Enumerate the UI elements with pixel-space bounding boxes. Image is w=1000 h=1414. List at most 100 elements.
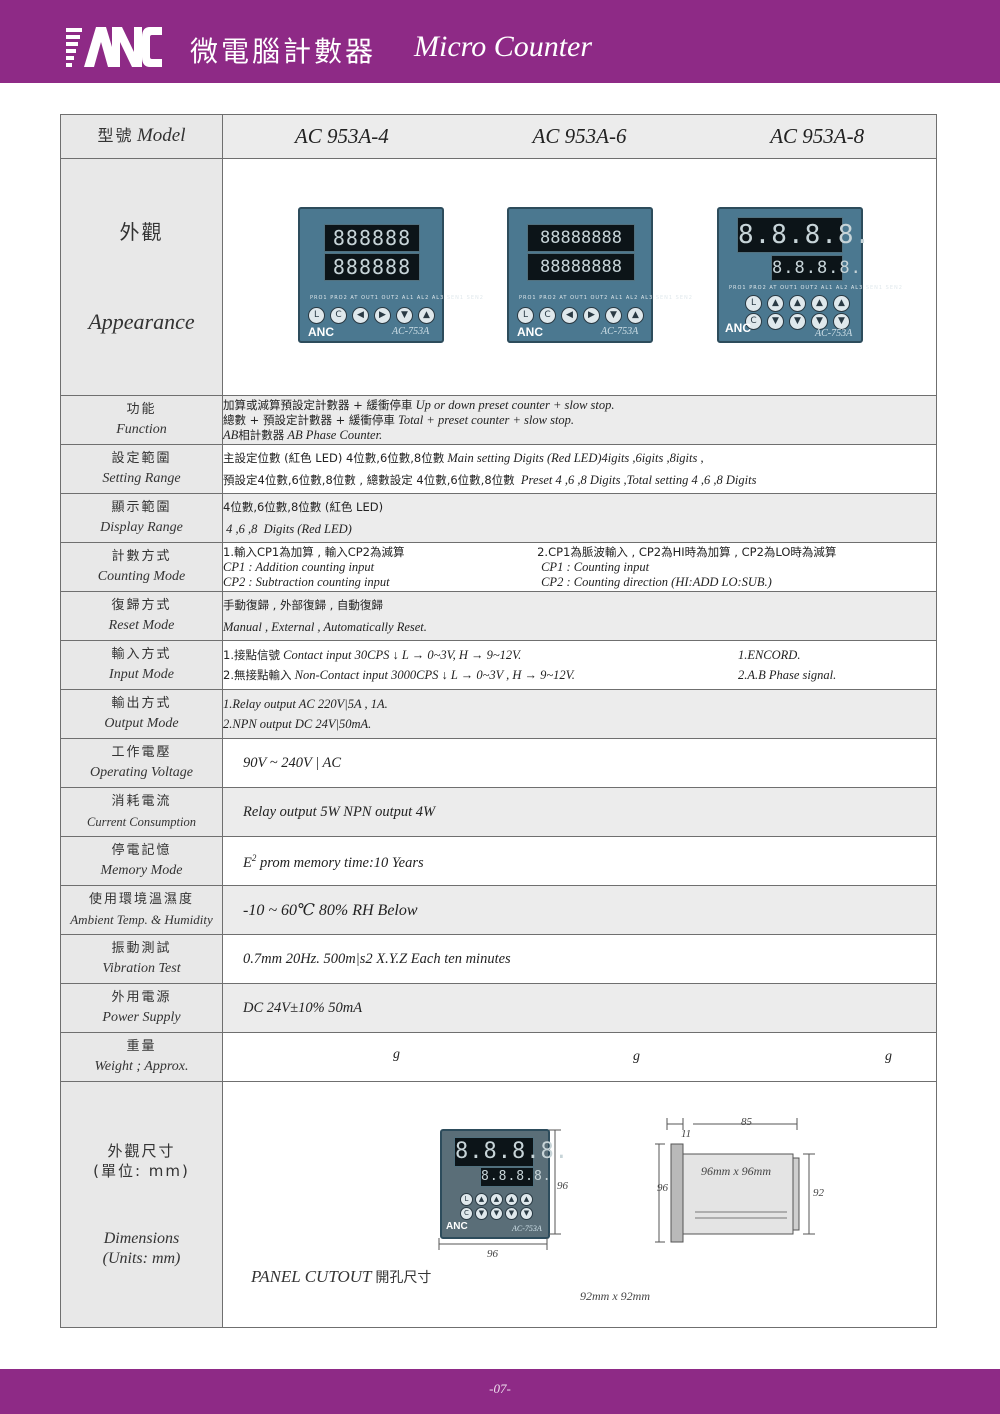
device-display-main: 888888 <box>324 224 420 252</box>
key-button: ▼ <box>475 1207 488 1220</box>
setting-range-line1-zh: 主設定位數 (紅色 LED) 4位數,6位數,8位數 <box>223 451 445 465</box>
key-button: ▼ <box>505 1207 518 1220</box>
device-model-label: AC-753A <box>392 326 430 337</box>
key-button: ▼ <box>767 313 784 330</box>
dimensions-drawing-cell: 8.8.8.8. 8.8.8.8. L ▲ ▲ ▲ ▲ C ▼ ▼ ▼ ▼ AN… <box>222 1081 937 1328</box>
display-range-label-en: Display Range <box>100 520 183 535</box>
key-button: ▼ <box>490 1207 503 1220</box>
appearance-label-en: Appearance <box>88 309 195 334</box>
input-mode-line1-en: Contact input 30CPS ↓ L → 0~3V, H → 9~12… <box>283 648 522 662</box>
operating-voltage-label-zh: 工作電壓 <box>111 745 172 760</box>
device-model-label: AC-753A <box>512 1224 542 1233</box>
setting-range-line1-en: Main setting Digits (Red LED)4igits ,6ig… <box>447 451 704 465</box>
key-button: L <box>517 307 534 324</box>
input-mode-label-cell: 輸入方式 Input Mode <box>60 640 223 690</box>
key-button: ▶ <box>374 307 391 324</box>
function-line2-zh: 總數 + 預設定計數器 + 緩衝停車 <box>223 412 395 427</box>
memory-mode-label-zh: 停電記憶 <box>111 843 172 858</box>
input-mode-line1-zh: 1.接點信號 <box>223 648 280 662</box>
operating-voltage-label-cell: 工作電壓 Operating Voltage <box>60 738 223 788</box>
model-label-cell: 型號 Model <box>60 114 223 159</box>
key-button: C <box>539 307 556 324</box>
panel-cutout-label: PANEL CUTOUT 開孔尺寸 <box>251 1267 431 1287</box>
ambient-label-cell: 使用環境溫濕度 Ambient Temp. & Humidity <box>60 885 223 935</box>
vibration-row: 振動測試 Vibration Test 0.7mm 20Hz. 500m|s2 … <box>60 934 937 984</box>
counting-mode-left-1: 1.輸入CP1為加算 , 輸入CP2為減算 <box>223 544 405 559</box>
power-supply-label-zh: 外用電源 <box>111 990 172 1005</box>
weight-label-cell: 重量 Weight ; Approx. <box>60 1032 223 1082</box>
front-height-dimension: 96 <box>557 1180 568 1192</box>
key-button: ▶ <box>583 307 600 324</box>
key-button: ◀ <box>561 307 578 324</box>
key-button: ▼ <box>811 313 828 330</box>
device-image-ac953a-4: 888888 888888 PRO1 PRO2 AT OUT1 OUT2 AL1… <box>298 207 483 343</box>
page-header: 微電腦計數器 Micro Counter <box>0 0 1000 83</box>
side-view-size-label: 96mm x 96mm <box>701 1164 771 1178</box>
power-supply-value: DC 24V±10% 50mA <box>222 983 937 1033</box>
setting-range-line2-en: Preset 4 ,6 ,8 Digits ,Total setting 4 ,… <box>520 473 757 487</box>
function-value-cell: 加算或減算預設定計數器 + 緩衝停車 Up or down preset cou… <box>222 395 937 445</box>
input-mode-line2-zh: 2.無接點輸入 <box>223 668 292 682</box>
ambient-label-en: Ambient Temp. & Humidity <box>70 912 213 927</box>
model-row: 型號 Model AC 953A-4 AC 953A-6 AC 953A-8 <box>60 114 937 159</box>
weight-label-en: Weight ; Approx. <box>94 1059 189 1074</box>
dimension-side-view <box>655 1118 815 1243</box>
input-mode-line2-en: Non-Contact input 3000CPS ↓ L → 0~3V , H… <box>294 668 575 682</box>
display-range-value-cell: 4位數,6位數,8位數 (紅色 LED) 4 ,6 ,8 Digits (Red… <box>222 493 937 543</box>
output-mode-label-zh: 輸出方式 <box>111 696 172 711</box>
dimensions-label-zh-2: (單位: mm) <box>93 1161 190 1180</box>
page-footer: -07- <box>0 1369 1000 1414</box>
dimension-front-device: 8.8.8.8. 8.8.8.8. L ▲ ▲ ▲ ▲ C ▼ ▼ ▼ ▼ AN… <box>440 1129 568 1239</box>
panel-cutout-label-zh: 開孔尺寸 <box>375 1270 432 1286</box>
function-label-en: Function <box>116 422 167 437</box>
appearance-images-cell: 888888 888888 PRO1 PRO2 AT OUT1 OUT2 AL1… <box>222 158 937 396</box>
operating-voltage-label-en: Operating Voltage <box>89 765 194 780</box>
device-display-sub: 8.8.8.8. <box>771 255 861 281</box>
counting-mode-right-2: CP1 : Counting input <box>541 559 650 574</box>
counting-mode-label-cell: 計數方式 Counting Mode <box>60 542 223 592</box>
weight-label-zh: 重量 <box>126 1039 157 1054</box>
ambient-label-zh: 使用環境溫濕度 <box>88 892 194 907</box>
key-button: ▲ <box>789 295 806 312</box>
display-range-label-zh: 顯示範圍 <box>111 500 172 515</box>
display-range-line1-zh: 4位數,6位數,8位數 (紅色 LED) <box>223 500 384 514</box>
memory-mode-value-b: prom memory time:10 Years <box>256 854 424 871</box>
function-line3-en-a: AB <box>223 427 239 442</box>
current-consumption-label-cell: 消耗電流 Current Consumption <box>60 787 223 837</box>
key-button: ▲ <box>520 1193 533 1206</box>
input-mode-value-cell: 1.接點信號 Contact input 30CPS ↓ L → 0~3V, H… <box>222 640 937 690</box>
device-display-sub: 8.8.8.8. <box>480 1167 551 1187</box>
key-button: C <box>330 307 347 324</box>
function-line3-en-b: AB Phase Counter. <box>287 427 383 442</box>
input-mode-right-2: 2.A.B Phase signal. <box>737 668 837 682</box>
output-mode-label-cell: 輸出方式 Output Mode <box>60 689 223 739</box>
device-brand-logo: ANC <box>517 325 543 339</box>
device-keys: C ▼ ▼ ▼ ▼ <box>745 313 850 330</box>
reset-mode-label-cell: 復歸方式 Reset Mode <box>60 591 223 641</box>
dimension-lines-front <box>438 1129 561 1250</box>
dimensions-label-cell: 外觀尺寸 (單位: mm) Dimensions (Units: mm) <box>60 1081 223 1328</box>
model-label-en: Model <box>136 124 186 146</box>
input-mode-label-zh: 輸入方式 <box>111 647 172 662</box>
appearance-label-zh: 外觀 <box>119 220 164 244</box>
memory-mode-label-cell: 停電記憶 Memory Mode <box>60 836 223 886</box>
device-image-ac953a-8: 8.8.8.8. 8.8.8.8. PRO1 PRO2 AT OUT1 OUT2… <box>717 207 902 343</box>
output-mode-line2: 2.NPN output DC 24V|50mA. <box>223 717 372 731</box>
setting-range-value-cell: 主設定位數 (紅色 LED) 4位數,6位數,8位數 Main setting … <box>222 444 937 494</box>
device-keys: L ▲ ▲ ▲ ▲ <box>745 295 850 312</box>
reset-mode-label-zh: 復歸方式 <box>111 598 172 613</box>
key-button: ▲ <box>627 307 644 324</box>
display-range-row: 顯示範圍 Display Range 4位數,6位數,8位數 (紅色 LED) … <box>60 493 937 543</box>
input-mode-right-1: 1.ENCORD. <box>737 648 801 662</box>
key-button: ▼ <box>520 1207 533 1220</box>
output-mode-line1: 1.Relay output AC 220V|5A , 1A. <box>223 697 388 711</box>
key-button: ▼ <box>789 313 806 330</box>
device-display-sub: 88888888 <box>527 253 635 281</box>
function-label-cell: 功能 Function <box>60 395 223 445</box>
function-line3-zh: 相計數器 <box>238 427 285 442</box>
device-keys: L ▲ ▲ ▲ ▲ <box>460 1193 533 1206</box>
device-indicators: PRO1 PRO2 AT OUT1 OUT2 AL1 AL2 AL3 SEN1 … <box>310 295 484 301</box>
key-button: ▲ <box>418 307 435 324</box>
key-button: ▲ <box>505 1193 518 1206</box>
device-display-main: 88888888 <box>527 224 635 252</box>
